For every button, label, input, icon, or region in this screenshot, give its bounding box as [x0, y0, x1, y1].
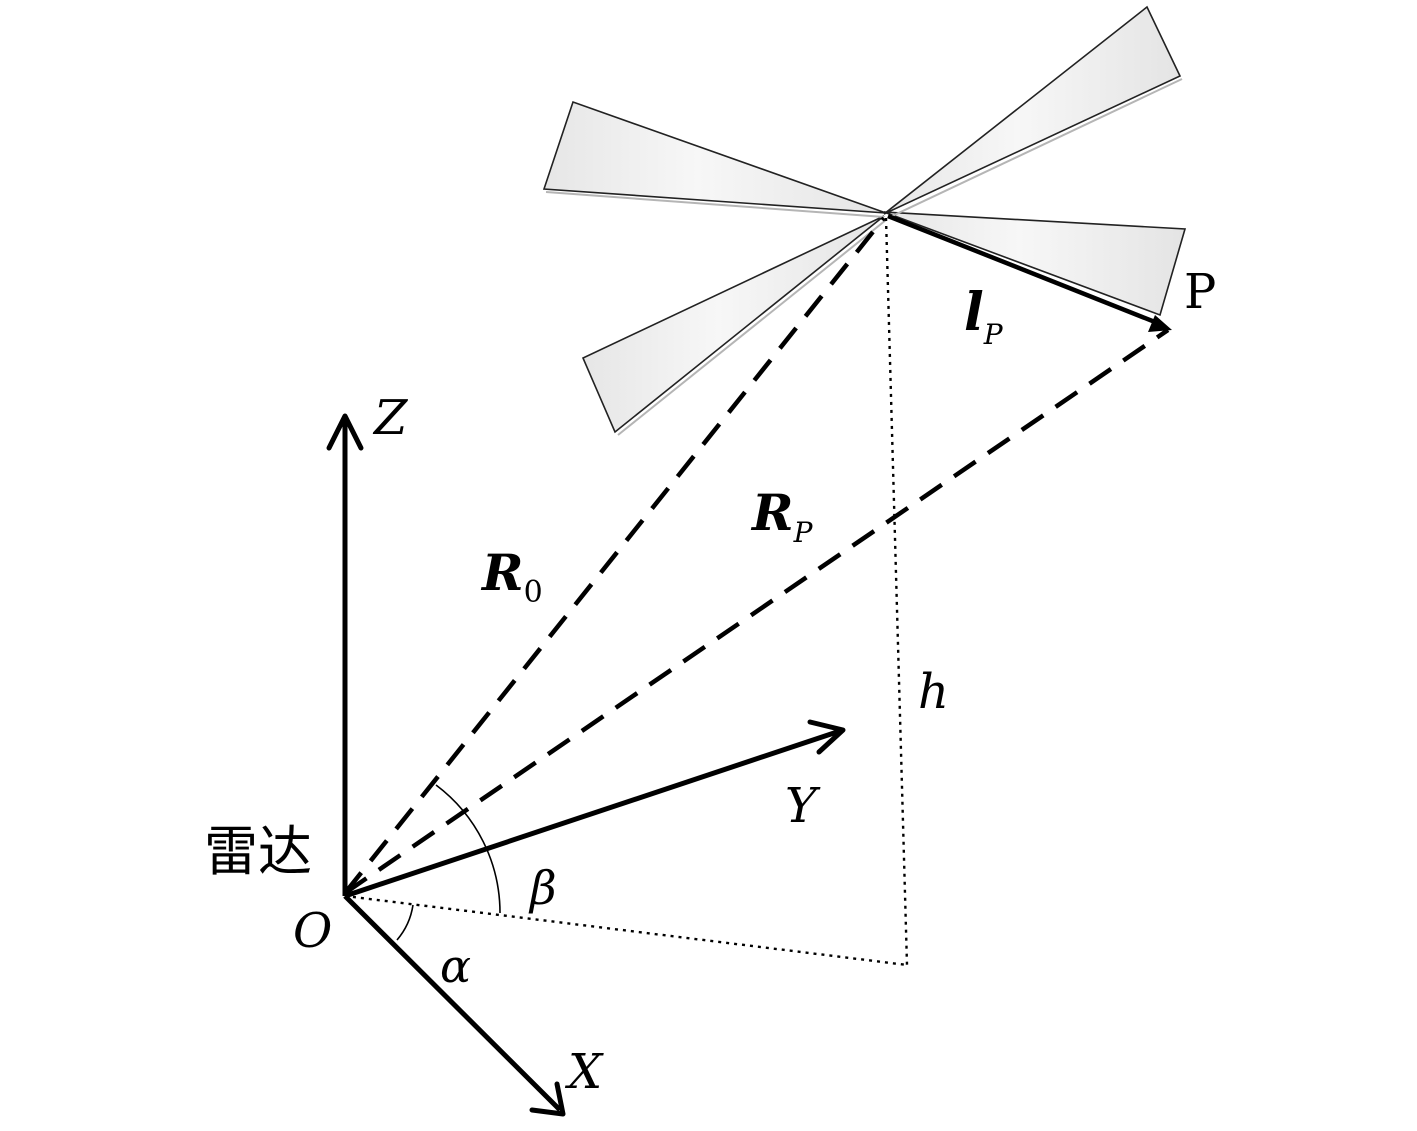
- alpha-arc: [396, 904, 414, 941]
- range-vectors: [343, 216, 1170, 895]
- height-line: [884, 217, 909, 966]
- blade-shadow: [617, 219, 887, 436]
- y-axis-line: [344, 728, 841, 899]
- construction-lines: [344, 217, 909, 967]
- lp-vector-line: [887, 213, 1161, 327]
- alpha-label: α: [440, 939, 471, 993]
- rotor-blade-right: [883, 211, 1187, 317]
- rotor-blade-upper-right: [883, 5, 1182, 215]
- x-axis-arrowhead: [529, 1081, 566, 1117]
- rotor-blade-left: [542, 100, 887, 214]
- x-axis-label: X: [564, 1044, 604, 1100]
- y-axis-arrowhead: [807, 719, 846, 755]
- labels: Z Y X O 雷达 P R0 RP lP h β α: [204, 264, 1216, 1100]
- beta-label: β: [528, 861, 557, 915]
- x-axis-line: [343, 894, 562, 1112]
- rp-label-sub: P: [793, 516, 814, 549]
- lp-vector: [887, 213, 1172, 332]
- lp-arrowhead: [1148, 315, 1172, 332]
- radar-label: 雷达: [204, 820, 312, 883]
- rp-vector: [343, 328, 1170, 895]
- r0-vector: [343, 216, 886, 895]
- height-label: h: [918, 664, 949, 720]
- angle-arcs: [396, 784, 501, 941]
- ground-projection-line: [344, 894, 908, 967]
- r0-label-sub: 0: [524, 575, 543, 610]
- r0-label: R0: [480, 543, 543, 610]
- rp-label: RP: [750, 483, 814, 549]
- z-axis-arrowhead: [326, 413, 364, 451]
- blade-shadow: [887, 78, 1183, 219]
- lp-label: lP: [964, 282, 1004, 351]
- blade-shadow: [545, 191, 885, 218]
- axes: [326, 413, 846, 1117]
- z-axis-label: Z: [372, 390, 409, 446]
- beta-arc: [435, 784, 501, 914]
- rotor: [542, 5, 1187, 436]
- origin-label: O: [293, 903, 332, 959]
- r0-label-main: R: [480, 543, 524, 602]
- rotor-blade-lower-left: [581, 215, 885, 434]
- point-p-label: P: [1184, 264, 1216, 320]
- lp-label-sub: P: [983, 318, 1004, 351]
- rp-label-main: R: [750, 483, 794, 542]
- lp-label-main: l: [964, 282, 984, 343]
- y-axis-label: Y: [785, 778, 821, 834]
